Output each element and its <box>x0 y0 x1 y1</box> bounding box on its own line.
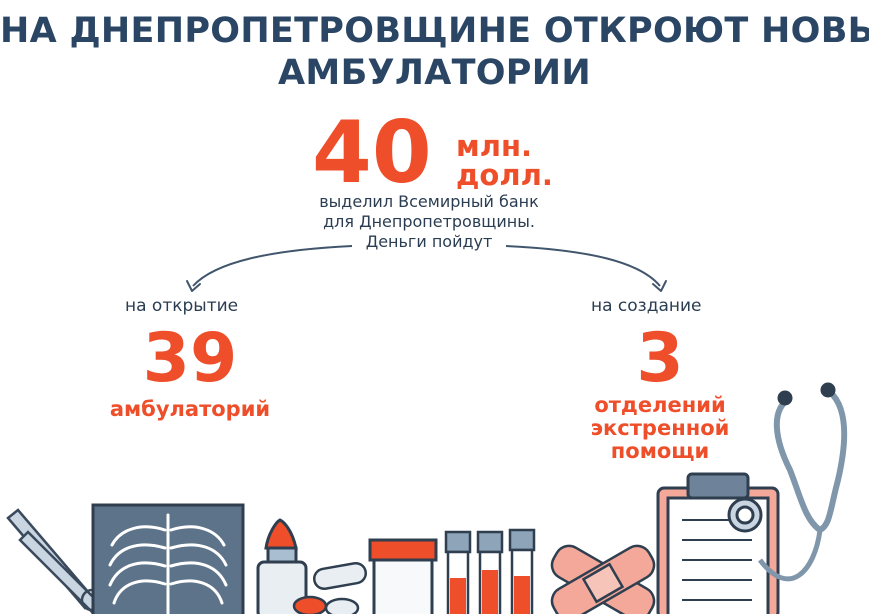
right-arrow <box>505 245 661 287</box>
clipboard-icon <box>656 472 780 614</box>
funding-description: выделил Всемирный банк для Днепропетровщ… <box>279 192 579 252</box>
dropper-bottle-icon <box>256 518 308 614</box>
right-label-line-1: отделений <box>594 393 726 417</box>
forceps-icon <box>6 508 104 614</box>
desc-line-1: выделил Всемирный банк <box>319 192 539 211</box>
title-line-2: АМБУЛАТОРИИ <box>278 53 591 93</box>
left-arrow <box>192 245 353 287</box>
unit-line-2: долл. <box>456 158 553 192</box>
stethoscope-icon <box>727 382 848 582</box>
title-line-1: НА ДНЕПРОПЕТРОВЩИНЕ ОТКРОЮТ НОВЫЕ <box>0 11 869 51</box>
funding-unit: млн. долл. <box>456 132 553 190</box>
right-arrow-head <box>652 280 667 292</box>
test-tubes-icon <box>444 528 536 614</box>
jar-icon <box>368 538 438 614</box>
unit-line-1: млн. <box>456 129 532 163</box>
bandage-icon <box>550 544 656 614</box>
left-arrow-head <box>186 280 201 292</box>
right-label-line-2: экстренной <box>590 416 730 440</box>
left-caption: на открытие <box>125 296 239 316</box>
page-title: НА ДНЕПРОПЕТРОВЩИНЕ ОТКРОЮТ НОВЫЕ АМБУЛА… <box>0 10 869 94</box>
desc-line-3: Деньги пойдут <box>365 232 493 251</box>
right-caption: на создание <box>591 296 702 316</box>
pills-icon <box>292 561 368 614</box>
desc-line-2: для Днепропетровщины. <box>323 212 535 231</box>
funding-amount: 40 <box>312 103 432 203</box>
right-label: отделений экстренной помощи <box>585 394 735 463</box>
left-number: 39 <box>142 319 238 398</box>
right-number: 3 <box>636 319 684 398</box>
xray-icon <box>91 503 245 614</box>
right-label-line-3: помощи <box>610 439 710 463</box>
left-label: амбулаторий <box>109 397 271 421</box>
